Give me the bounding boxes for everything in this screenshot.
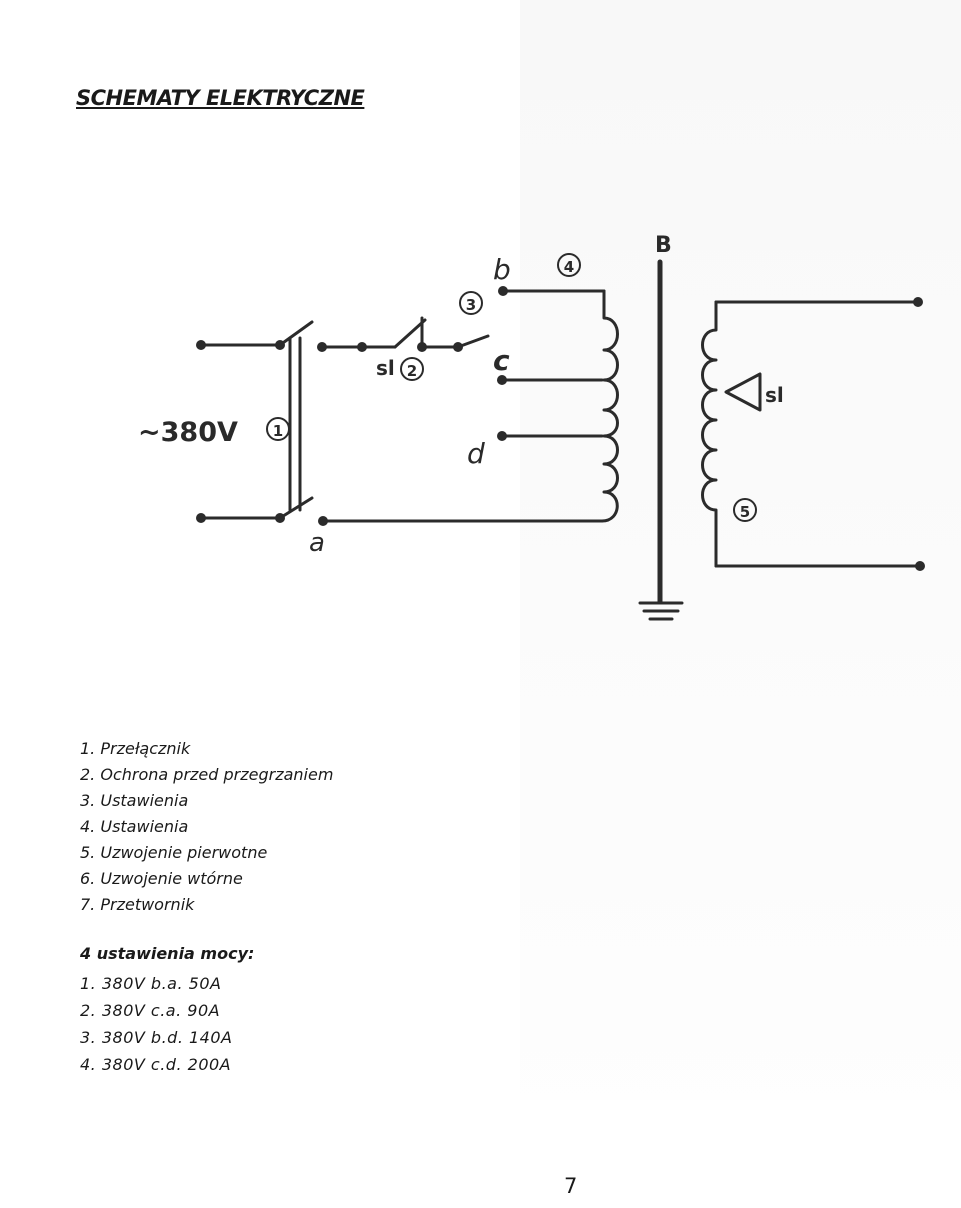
power-settings-heading: 4 ustawienia mocy: [80, 944, 255, 963]
legend-item: 3. Ustawienia [80, 791, 189, 810]
core-label: B [655, 233, 672, 258]
protection-label: sl [376, 356, 395, 380]
power-setting-item: 3. 380V b.d. 140A [80, 1028, 233, 1047]
page-title: SCHEMATY ELEKTRYCZNE [76, 86, 365, 110]
power-setting-item: 4. 380V c.d. 200A [80, 1055, 232, 1074]
switch-number: 1 [273, 422, 283, 440]
power-setting-item: 2. 380V c.a. 90A [80, 1001, 221, 1020]
primary-number: 5 [740, 503, 750, 521]
legend-item: 7. Przetwornik [80, 895, 195, 914]
terminal-c-label: c [493, 344, 510, 377]
secondary-label: sl [765, 383, 784, 407]
legend-item: 5. Uzwojenie pierwotne [80, 843, 268, 862]
voltage-label: ~380V [138, 417, 238, 448]
legend-item: 4. Ustawienia [80, 817, 189, 836]
component-legend: 1. Przełącznik 2. Ochrona przed przegrza… [80, 736, 333, 918]
power-settings-list: 1. 380V b.a. 50A 2. 380V c.a. 90A 3. 380… [80, 970, 232, 1078]
page-number: 7 [564, 1174, 578, 1198]
terminal-d-label: d [467, 437, 485, 470]
bleed-through-background [520, 0, 961, 1100]
legend-item: 6. Uzwojenie wtórne [80, 869, 243, 888]
legend-item: 2. Ochrona przed przegrzaniem [80, 765, 334, 784]
protection-number: 2 [407, 362, 417, 380]
legend-item: 1. Przełącznik [80, 739, 191, 758]
terminal-b-label: b [493, 253, 511, 286]
electrical-schematic: ~380V 1 sl 2 3 4 5 sl a b c d B [138, 233, 925, 621]
setting3-number: 3 [466, 296, 476, 314]
terminal-a-label: a [309, 528, 325, 558]
power-setting-item: 1. 380V b.a. 50A [80, 974, 222, 993]
setting4-number: 4 [564, 258, 574, 276]
